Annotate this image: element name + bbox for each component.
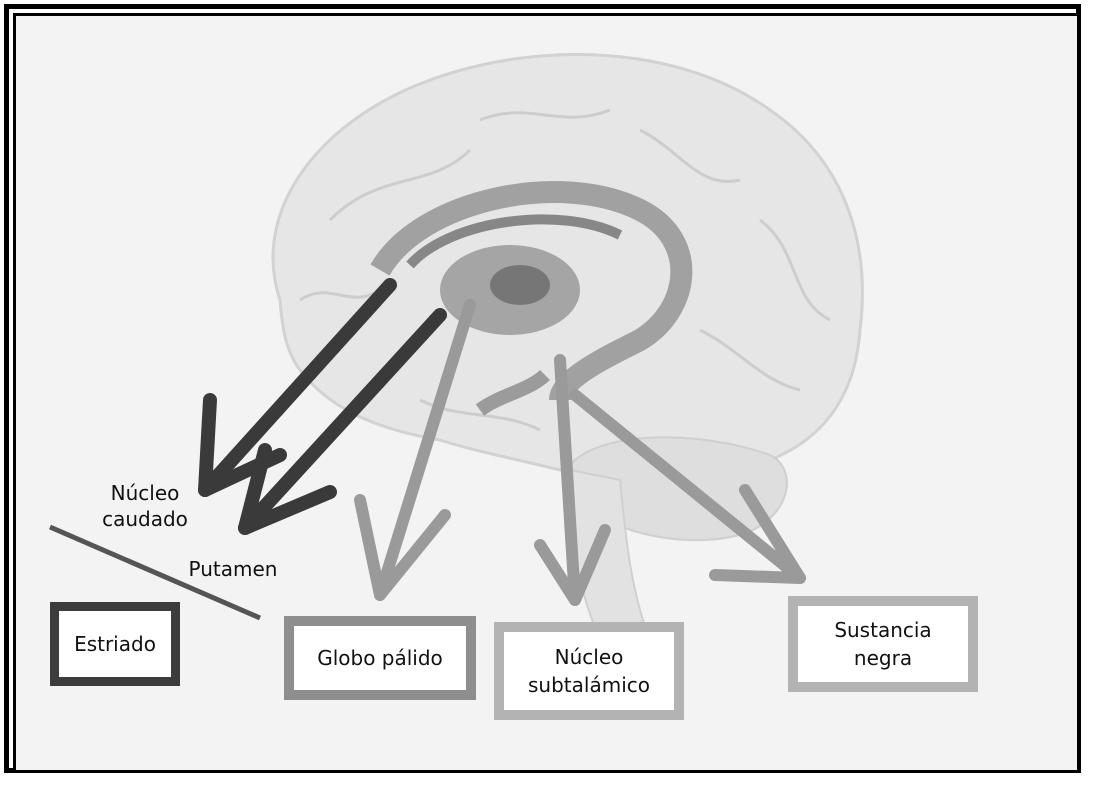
label-putamen: Putamen <box>178 556 288 582</box>
box-sustancia-negra: Sustancia negra <box>788 596 978 692</box>
label-nucleo-caudado: Núcleo caudado <box>80 480 210 532</box>
box-estriado: Estriado <box>50 602 180 686</box>
box-globo-palido: Globo pálido <box>284 616 476 700</box>
box-nucleo-subtalamico: Núcleo subtalámico <box>494 622 684 720</box>
